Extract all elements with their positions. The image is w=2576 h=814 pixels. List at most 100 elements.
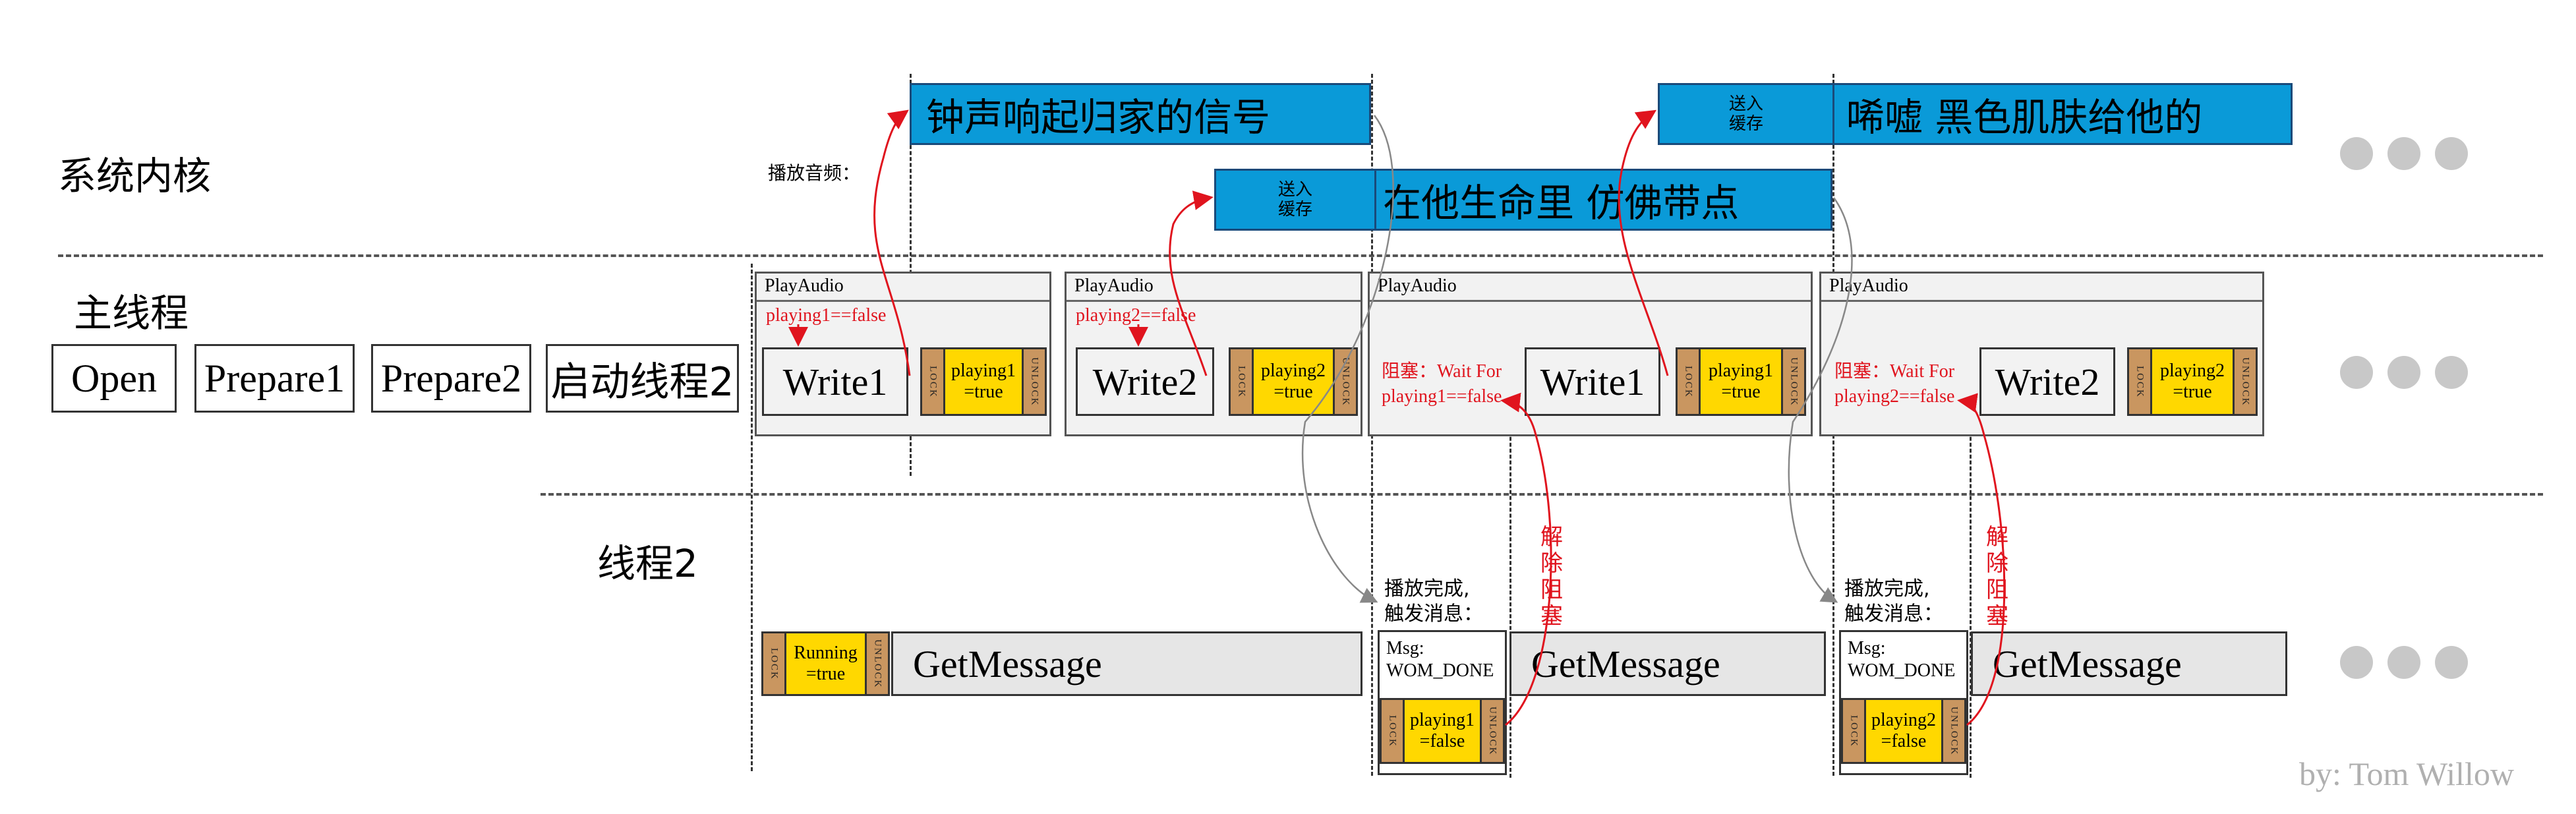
continuation-dots (2340, 356, 2468, 389)
condition-note: playing2==false (1076, 305, 1196, 326)
ellipsis-dot (2340, 646, 2373, 679)
unlock-cell: UNLOCK (1333, 349, 1356, 414)
wom-done-message: Msg: WOM_DONE LOCK playing1=false UNLOCK (1378, 630, 1507, 775)
playaudio-panel-2: PlayAudio playing2==false Write2 LOCK pl… (1065, 272, 1362, 436)
condition-note: playing1==false (766, 305, 887, 326)
kernel-buffer-bar-3: 送入 缓存 唏嘘 黑色肌肤给他的 (1658, 83, 2293, 145)
state-cell: Running=true (786, 633, 865, 694)
playaudio-panel-3: PlayAudio 阻塞：Wait For playing1==false Wr… (1368, 272, 1813, 436)
bar-side-line: 送入 (1277, 180, 1312, 200)
author-watermark: by: Tom Willow (2299, 755, 2515, 792)
unblock-label: 解除阻塞 (1986, 524, 2008, 629)
state-cell: playing1=true (945, 349, 1022, 414)
done-note-line: 触发消息： (1844, 602, 1943, 625)
red-arrow (1500, 392, 1552, 726)
unlock-cell: UNLOCK (2233, 349, 2256, 414)
bar-side-line: 缓存 (1728, 114, 1763, 134)
red-arrow (1618, 109, 1669, 376)
playaudio-panel-4: PlayAudio 阻塞：Wait For playing2==false Wr… (1819, 272, 2264, 436)
ellipsis-dot (2387, 137, 2420, 170)
done-note-line: 播放完成, (1844, 577, 1930, 600)
panel-title: PlayAudio (1821, 274, 2262, 302)
unlock-cell: UNLOCK (865, 633, 888, 694)
done-note: 播放完成, 触发消息： (1844, 577, 1943, 627)
ellipsis-dot (2340, 356, 2373, 389)
lock-set: LOCK playing2=true UNLOCK (2127, 347, 2258, 416)
msg-line: WOM_DONE (1848, 660, 1956, 681)
getmessage-bar: GetMessage (891, 631, 1362, 696)
lock-cell: LOCK (2129, 349, 2152, 414)
state-cell: playing1=false (1405, 700, 1480, 762)
bar-lyric: 钟声响起归家的信号 (926, 95, 1271, 140)
timeline-marker (1970, 395, 1972, 778)
red-arrow (873, 109, 911, 376)
msg-label: Msg: WOM_DONE (1841, 632, 1966, 682)
lock-set: LOCK playing2=false UNLOCK (1841, 698, 1966, 764)
ellipsis-dot (2387, 356, 2420, 389)
unlock-text: UNLOCK (1788, 357, 1800, 407)
lock-cell: LOCK (922, 349, 945, 414)
blocking-note-line: playing2==false (1834, 386, 1955, 407)
step-open: Open (51, 344, 177, 413)
lock-set: LOCK playing1=false UNLOCK (1380, 698, 1505, 764)
gray-arrow (1788, 197, 1853, 603)
state-value: =true (1273, 382, 1313, 402)
kernel-label: 系统内核 (58, 154, 212, 198)
lock-text: LOCK (2134, 365, 2146, 398)
unlock-cell: UNLOCK (1480, 700, 1503, 762)
lock-cell: LOCK (1843, 700, 1866, 762)
gray-arrow (1301, 115, 1394, 603)
timeline-marker (751, 264, 753, 771)
main-thread-label: 主线程 (74, 291, 189, 335)
done-note-line: 播放完成, (1384, 577, 1470, 600)
unlock-text: UNLOCK (1340, 357, 1351, 407)
panel-title: PlayAudio (757, 274, 1049, 302)
write-box: Write1 (762, 347, 908, 416)
playaudio-panel-1: PlayAudio playing1==false Write1 LOCK pl… (755, 272, 1051, 436)
state-name: playing2 (1871, 710, 1936, 730)
done-note-line: 触发消息： (1384, 602, 1483, 625)
panel-title: PlayAudio (1370, 274, 1811, 302)
state-cell: playing2=false (1866, 700, 1941, 762)
step-prepare1: Prepare1 (194, 344, 355, 413)
continuation-dots (2340, 137, 2468, 170)
unlock-text: UNLOCK (1487, 706, 1498, 756)
lock-cell: LOCK (763, 633, 786, 694)
state-value: =true (805, 664, 846, 684)
lock-text: LOCK (1683, 365, 1694, 398)
msg-line: Msg: (1848, 638, 1886, 658)
ellipsis-dot (2435, 646, 2468, 679)
step-start-thread2: 启动线程2 (546, 344, 739, 413)
bar-side-line: 缓存 (1277, 200, 1312, 219)
state-value: =true (1721, 382, 1761, 402)
state-name: playing1 (1410, 710, 1475, 730)
state-name: Running (794, 643, 858, 663)
unlock-text: UNLOCK (1029, 357, 1040, 407)
separator-kernel-main (58, 254, 2543, 257)
unlock-cell: UNLOCK (1781, 349, 1804, 414)
getmessage-bar: GetMessage (1971, 631, 2287, 696)
getmessage-bar: GetMessage (1509, 631, 1826, 696)
lock-text: LOCK (1236, 365, 1247, 398)
kernel-buffer-bar-1: 钟声响起归家的信号 (910, 83, 1371, 145)
done-note: 播放完成, 触发消息： (1384, 577, 1483, 627)
running-lock-set: LOCK Running=true UNLOCK (761, 631, 890, 696)
red-arrow (1169, 190, 1214, 376)
lock-cell: LOCK (1678, 349, 1701, 414)
continuation-dots (2340, 646, 2468, 679)
bar-side-label: 送入 缓存 (1660, 85, 1834, 143)
state-name: playing2 (2160, 361, 2225, 381)
kernel-buffer-bar-2: 送入 缓存 在他生命里 仿佛带点 (1214, 169, 1832, 231)
state-name: playing2 (1261, 361, 1326, 381)
unlock-cell: UNLOCK (1941, 700, 1964, 762)
play-audio-label: 播放音频： (768, 162, 861, 184)
wom-done-message: Msg: WOM_DONE LOCK playing2=false UNLOCK (1839, 630, 1968, 775)
bar-side-label: 送入 缓存 (1216, 171, 1376, 229)
lock-cell: LOCK (1382, 700, 1405, 762)
unlock-cell: UNLOCK (1022, 349, 1045, 414)
red-arrow (1957, 393, 2006, 726)
lock-set: LOCK playing2=true UNLOCK (1229, 347, 1358, 416)
msg-line: WOM_DONE (1386, 660, 1494, 681)
unblock-label: 解除阻塞 (1540, 524, 1563, 629)
